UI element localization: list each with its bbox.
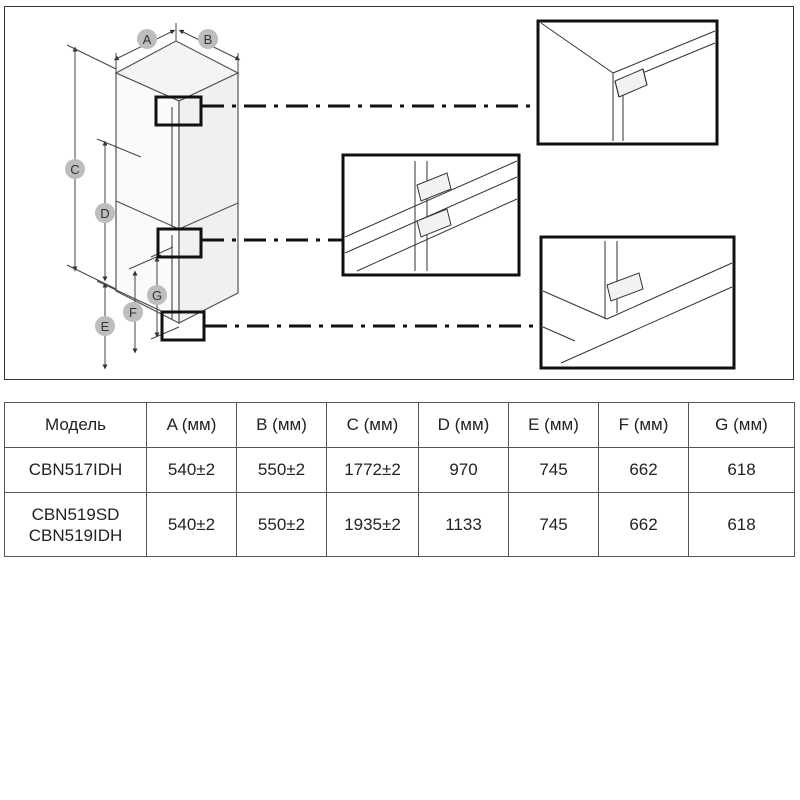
header-g: G (мм) xyxy=(688,402,795,448)
dimension-labels: A B C D E F G xyxy=(65,29,218,336)
cell-f: 662 xyxy=(598,447,689,493)
middle-hinge-detail xyxy=(341,153,521,277)
model-name: CBN517IDH xyxy=(28,460,123,479)
label-e: E xyxy=(95,316,115,336)
svg-text:G: G xyxy=(152,288,162,303)
model-name: CBN519IDH xyxy=(28,525,123,545)
table-row: CBN517IDH 540±2 550±2 1772±2 970 745 662… xyxy=(4,447,795,493)
label-f: F xyxy=(123,302,143,322)
svg-text:A: A xyxy=(143,32,152,47)
top-hinge-callout xyxy=(154,95,203,127)
bottom-hinge-detail xyxy=(539,235,736,370)
cell-c: 1935±2 xyxy=(326,492,419,557)
cell-d: 970 xyxy=(418,447,509,493)
cell-a: 540±2 xyxy=(146,447,237,493)
callout-boxes xyxy=(154,95,206,342)
fridge-outline xyxy=(114,40,240,324)
table-row: CBN519SD CBN519IDH 540±2 550±2 1935±2 11… xyxy=(4,492,795,557)
bottom-hinge-callout xyxy=(160,310,206,342)
label-a: A xyxy=(137,29,157,49)
svg-text:D: D xyxy=(100,206,109,221)
cell-c: 1772±2 xyxy=(326,447,419,493)
model-cell: CBN517IDH xyxy=(4,447,147,493)
leader-lines xyxy=(202,104,541,328)
header-b: B (мм) xyxy=(236,402,327,448)
cell-e: 745 xyxy=(508,492,599,557)
svg-text:F: F xyxy=(129,305,137,320)
label-d: D xyxy=(95,203,115,223)
header-e: E (мм) xyxy=(508,402,599,448)
spec-table: Модель A (мм) B (мм) C (мм) D (мм) E (мм… xyxy=(4,402,795,557)
cell-d: 1133 xyxy=(418,492,509,557)
cell-b: 550±2 xyxy=(236,447,327,493)
header-d: D (мм) xyxy=(418,402,509,448)
header-model: Модель xyxy=(4,402,147,448)
label-g: G xyxy=(147,285,167,305)
svg-text:E: E xyxy=(101,319,110,334)
label-b: B xyxy=(198,29,218,49)
model-cell: CBN519SD CBN519IDH xyxy=(4,492,147,557)
svg-text:B: B xyxy=(204,32,213,47)
header-c: C (мм) xyxy=(326,402,419,448)
cell-f: 662 xyxy=(598,492,689,557)
header-f: F (мм) xyxy=(598,402,689,448)
model-name: CBN519SD xyxy=(31,504,120,524)
cell-e: 745 xyxy=(508,447,599,493)
label-c: C xyxy=(65,159,85,179)
middle-hinge-callout xyxy=(156,227,203,259)
svg-text:C: C xyxy=(70,162,79,177)
cell-g: 618 xyxy=(688,447,795,493)
top-hinge-detail xyxy=(536,19,719,146)
cell-b: 550±2 xyxy=(236,492,327,557)
header-a: A (мм) xyxy=(146,402,237,448)
table-header-row: Модель A (мм) B (мм) C (мм) D (мм) E (мм… xyxy=(4,402,795,448)
cell-g: 618 xyxy=(688,492,795,557)
fridge-diagram-svg: A B C D E F G xyxy=(65,19,736,370)
cell-a: 540±2 xyxy=(146,492,237,557)
dimensions-diagram: A B C D E F G xyxy=(4,6,794,380)
